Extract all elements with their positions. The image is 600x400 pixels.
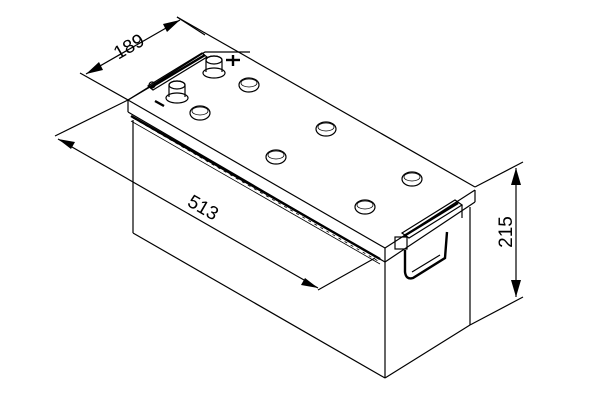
height-label: 215	[496, 216, 517, 248]
positive-terminal	[202, 55, 226, 79]
width-label: 189	[110, 30, 148, 64]
vent-cap-3	[315, 121, 337, 137]
vent-cap-6	[354, 199, 376, 215]
plus-symbol-icon	[226, 55, 240, 66]
minus-symbol-icon	[154, 99, 165, 108]
vent-cap-5	[401, 171, 423, 187]
height-dimension: 215	[469, 161, 524, 326]
negative-terminal	[165, 80, 189, 104]
vent-cap-4	[265, 149, 287, 165]
right-handle	[394, 199, 464, 280]
vent-caps	[189, 77, 423, 215]
battery-body	[132, 120, 471, 379]
battery-lid	[127, 16, 476, 265]
length-label: 513	[184, 191, 222, 225]
length-dimension: 513	[54, 99, 376, 291]
vent-cap-2	[189, 105, 211, 121]
left-handle	[146, 52, 209, 91]
vent-cap-1	[238, 77, 260, 93]
